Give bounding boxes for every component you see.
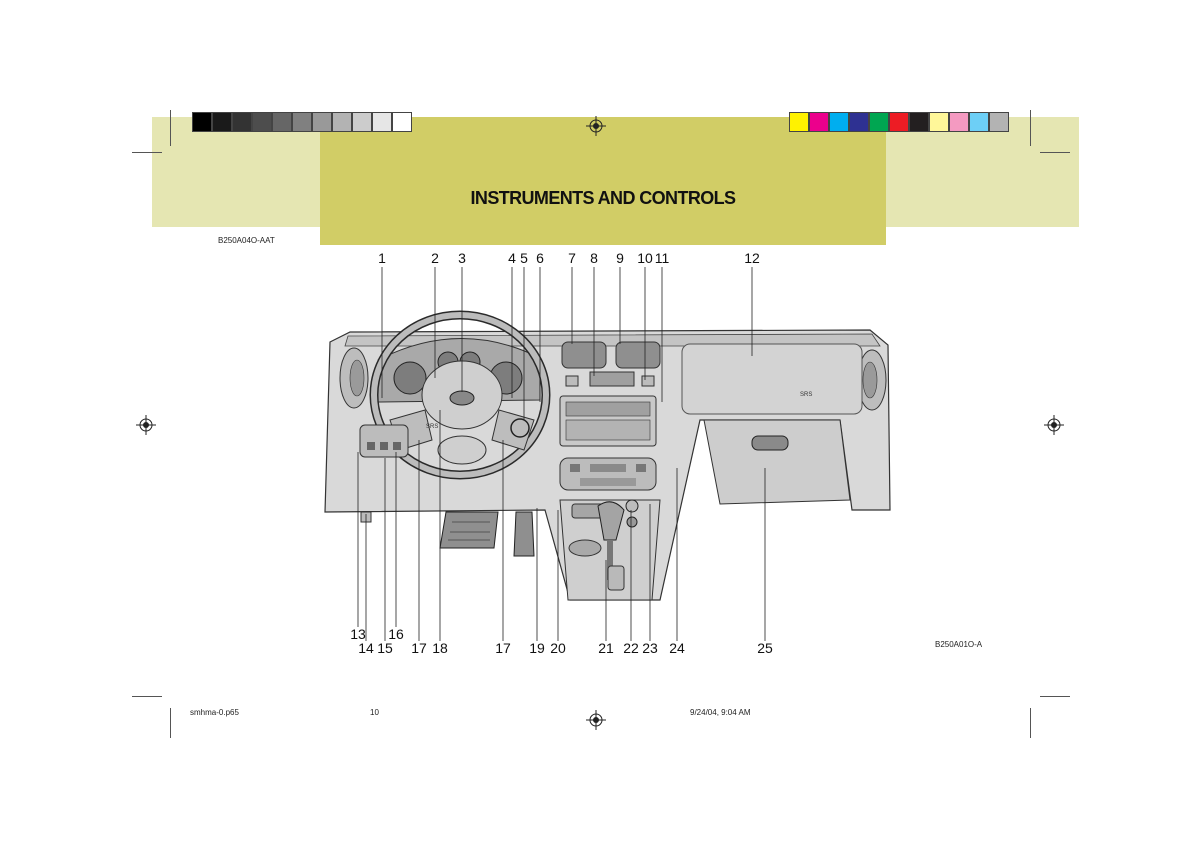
figure-code-bottom: B250A01O-A xyxy=(935,640,983,649)
callout-number: 16 xyxy=(388,626,404,642)
color-swatch xyxy=(889,112,909,132)
callout-number: 12 xyxy=(744,250,760,266)
callout-number: 14 xyxy=(358,640,374,656)
callout-number: 9 xyxy=(616,250,624,266)
registration-mark-icon xyxy=(136,415,156,435)
callout-number: 19 xyxy=(529,640,545,656)
crop-mark xyxy=(132,152,162,153)
crop-mark xyxy=(170,110,171,146)
callout-number: 4 xyxy=(508,250,516,266)
callout-number: 3 xyxy=(458,250,466,266)
callout-number: 21 xyxy=(598,640,614,656)
color-swatch xyxy=(829,112,849,132)
airbag-label-right: SRS xyxy=(800,392,812,398)
center-vent-right xyxy=(615,341,661,369)
ignition-switch xyxy=(510,418,530,438)
center-vent-left xyxy=(561,341,607,369)
callout-number: 5 xyxy=(520,250,528,266)
footer-timestamp: 9/24/04, 9:04 AM xyxy=(690,708,751,717)
crop-mark xyxy=(1040,696,1070,697)
grayscale-swatch xyxy=(372,112,392,132)
crop-mark xyxy=(132,696,162,697)
callout-number: 25 xyxy=(757,640,773,656)
registration-mark-icon xyxy=(586,710,606,730)
callout-number: 22 xyxy=(623,640,639,656)
callout-number: 8 xyxy=(590,250,598,266)
grayscale-swatch xyxy=(192,112,212,132)
grayscale-swatch xyxy=(232,112,252,132)
grayscale-swatch xyxy=(272,112,292,132)
header-band-right xyxy=(886,117,1079,227)
grayscale-swatch xyxy=(292,112,312,132)
grayscale-swatch xyxy=(392,112,412,132)
callout-number: 24 xyxy=(669,640,685,656)
gear-shift-lever xyxy=(597,501,625,541)
accelerator-pedal xyxy=(513,511,535,557)
callout-number: 23 xyxy=(642,640,658,656)
callout-number: 17 xyxy=(411,640,427,656)
color-swatch xyxy=(789,112,809,132)
grayscale-swatch xyxy=(252,112,272,132)
hazard-button xyxy=(565,375,579,387)
crop-mark xyxy=(1030,110,1031,146)
color-swatch xyxy=(849,112,869,132)
callout-number: 17 xyxy=(495,640,511,656)
registration-mark-icon xyxy=(586,116,606,136)
color-swatch xyxy=(969,112,989,132)
callout-number: 13 xyxy=(350,626,366,642)
passenger-airbag-panel xyxy=(681,343,863,415)
callout-number: 6 xyxy=(536,250,544,266)
figure-code-top: B250A04O-AAT xyxy=(218,236,275,245)
digital-clock xyxy=(589,371,635,387)
header-band-left xyxy=(152,117,320,227)
color-swatch xyxy=(989,112,1009,132)
crop-mark xyxy=(170,708,171,738)
callout-number: 11 xyxy=(655,250,670,266)
page-title: INSTRUMENTS AND CONTROLS xyxy=(470,188,737,208)
color-swatch xyxy=(909,112,929,132)
cup-holder xyxy=(568,539,602,557)
callout-number: 20 xyxy=(550,640,566,656)
footer-file-name: smhma-0.p65 xyxy=(190,708,239,717)
rear-defrost-button xyxy=(641,375,655,387)
grayscale-swatch xyxy=(352,112,372,132)
grayscale-swatch xyxy=(212,112,232,132)
color-swatch xyxy=(929,112,949,132)
color-swatch xyxy=(949,112,969,132)
light-switch-panel xyxy=(359,424,409,458)
callout-number: 15 xyxy=(377,640,393,656)
registration-mark-icon xyxy=(1044,415,1064,435)
airbag-label-left: SRS xyxy=(426,424,438,430)
glove-box xyxy=(703,419,851,505)
grayscale-swatch xyxy=(332,112,352,132)
color-swatch xyxy=(869,112,889,132)
callout-number: 18 xyxy=(432,640,448,656)
callout-number: 1 xyxy=(378,250,386,266)
color-swatch xyxy=(809,112,829,132)
callout-number: 7 xyxy=(568,250,576,266)
brake-pedal xyxy=(439,511,499,549)
grayscale-swatch xyxy=(312,112,332,132)
callout-number: 2 xyxy=(431,250,439,266)
header-band-center xyxy=(320,117,886,245)
glove-box-handle xyxy=(751,435,789,451)
crop-mark xyxy=(1040,152,1070,153)
callout-number: 10 xyxy=(637,250,653,266)
footer-page-number: 10 xyxy=(370,708,379,717)
crop-mark xyxy=(1030,708,1031,738)
